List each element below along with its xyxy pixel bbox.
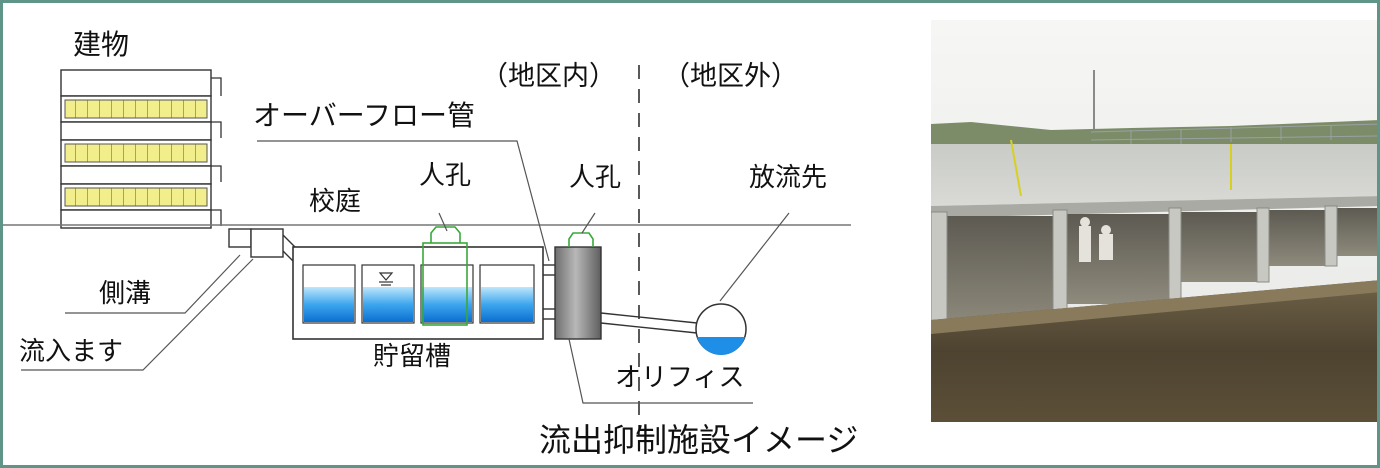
manhole-right-label: 人孔 — [569, 163, 622, 193]
figure-caption: 流出抑制施設イメージ — [539, 421, 859, 459]
photo-storage-cells — [945, 208, 1377, 328]
water-cell-2 — [363, 287, 413, 322]
side-ditch-box — [228, 228, 252, 248]
manhole-left-label: 人孔 — [419, 161, 472, 191]
water-cell-3 — [422, 287, 472, 322]
storage-tank — [292, 246, 544, 340]
outflow-pipe — [600, 312, 698, 334]
water-level-icon — [378, 272, 394, 286]
building-floor-4-band — [64, 143, 208, 163]
manhole-right-cap — [568, 232, 594, 247]
inlet-box — [250, 228, 284, 258]
photo-marker-pole — [1010, 139, 1022, 197]
orifice-label: オリフィス — [615, 363, 745, 393]
leader-inlet — [21, 258, 254, 371]
photo-concrete-slab — [931, 144, 1377, 206]
leader-discharge — [719, 212, 790, 302]
building-floor-6-band — [64, 187, 208, 207]
leader-overflow — [257, 140, 550, 262]
orifice-pillar — [554, 246, 602, 340]
building-floor-7 — [60, 209, 212, 229]
outside-district-label: （地区外） — [663, 61, 798, 92]
storage-facility-photo — [931, 20, 1377, 422]
water-cell-4 — [481, 287, 533, 322]
schoolyard-label: 校庭 — [309, 187, 362, 217]
leader-lines — [21, 140, 790, 404]
roof-drain-pipes — [211, 77, 222, 226]
building — [60, 69, 222, 229]
water-cell-1 — [304, 287, 354, 322]
photo-fence — [1090, 123, 1377, 144]
building-floor-2-band — [64, 99, 208, 119]
building-label: 建物 — [73, 28, 130, 61]
inlet-label: 流入ます — [19, 337, 124, 367]
discharge-channel — [695, 303, 747, 355]
orifice-manhole — [554, 232, 602, 340]
leader-manhole-left — [438, 212, 448, 232]
inlet-structure — [228, 228, 296, 264]
discharge-label: 放流先 — [749, 163, 828, 193]
leader-manhole-right — [581, 212, 596, 234]
inside-district-label: （地区内） — [481, 61, 616, 92]
side-ditch-label: 側溝 — [99, 279, 152, 309]
building-floor-1 — [60, 69, 212, 97]
leader-orifice — [568, 338, 753, 404]
discharge-water — [697, 337, 745, 355]
overflow-pipe-label: オーバーフロー管 — [253, 99, 476, 132]
storage-facility-diagram — [3, 65, 851, 435]
photo-workers — [1079, 217, 1113, 262]
building-floor-3 — [60, 121, 212, 141]
leader-side-ditch — [65, 254, 241, 314]
building-floor-5 — [60, 165, 212, 185]
storage-tank-label: 貯留槽 — [373, 342, 452, 372]
